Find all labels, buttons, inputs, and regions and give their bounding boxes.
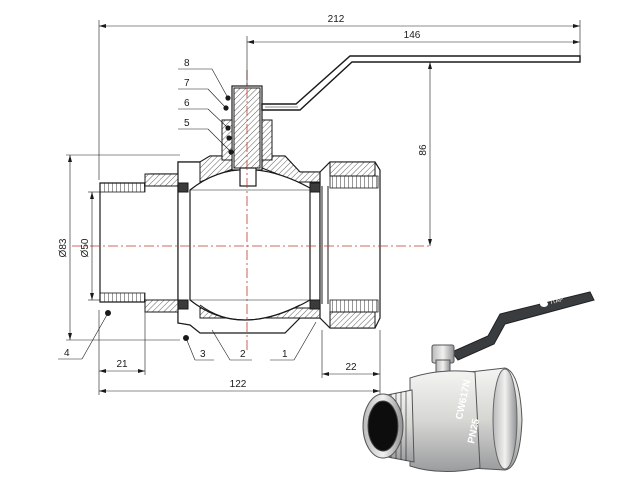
female-thread-bottom — [329, 299, 379, 313]
arrow-icon — [90, 293, 94, 300]
render-pressure-mark: PN25 — [466, 417, 482, 444]
callout-2: 2 — [240, 349, 246, 360]
female-wall-top — [329, 161, 376, 177]
render-valve-body — [409, 370, 481, 473]
leader-2b — [211, 329, 231, 361]
arrow-icon — [99, 389, 106, 393]
ball-lower-arc — [199, 304, 301, 321]
seat-ring-right-bottom — [309, 299, 321, 310]
leader-6b — [207, 108, 229, 129]
female-wall-bottom — [329, 311, 376, 329]
render-bore — [367, 400, 399, 452]
arrow-icon — [68, 333, 72, 340]
arrow-icon — [99, 24, 106, 28]
arrow-icon — [138, 369, 145, 373]
dim-overall-length: 212 — [328, 14, 345, 25]
arrow-icon — [573, 40, 580, 44]
male-thread-top — [99, 182, 146, 193]
callout-7: 7 — [184, 78, 190, 89]
seat-ring-right-top — [309, 182, 321, 193]
lever-handle — [261, 55, 581, 111]
arrow-icon — [90, 192, 94, 199]
callout-4: 4 — [64, 348, 70, 359]
leader-1b — [293, 321, 317, 361]
seat-ring-left-bottom — [177, 299, 189, 310]
dim-handle-height: 86 — [418, 144, 429, 156]
dimension-lines: 212 146 86 Ø83 Ø50 21 — [58, 14, 581, 396]
callout-1: 1 — [282, 349, 288, 360]
leader-7b — [207, 88, 227, 109]
stem-tang — [239, 167, 257, 187]
packing-dot-2 — [226, 135, 232, 141]
arrow-icon — [373, 372, 380, 376]
part-callouts: 8 7 6 5 4 3 2 1 — [58, 58, 317, 361]
leader-8b — [211, 68, 229, 99]
seat-ring-left-top — [177, 182, 189, 193]
valve-section-view — [72, 55, 581, 350]
arrow-icon — [99, 369, 106, 373]
leader-5b — [207, 128, 232, 153]
render-lever-handle — [451, 291, 595, 361]
dim-body-length: 122 — [230, 379, 247, 390]
lever-logo-icon — [540, 301, 548, 307]
dim-bore-diameter: Ø50 — [80, 238, 91, 257]
lever-logo-text: ITAP — [550, 297, 564, 306]
tail-piece-wall-bottom — [144, 299, 179, 313]
arrow-icon — [428, 239, 432, 246]
valve-product-render: ITAP CW617N PN25 — [362, 291, 595, 473]
callout-8: 8 — [184, 58, 190, 69]
leader-3b — [185, 337, 196, 361]
arrow-icon — [322, 372, 329, 376]
arrow-icon — [247, 40, 254, 44]
arrow-icon — [573, 24, 580, 28]
arrow-icon — [373, 389, 380, 393]
callout-3: 3 — [200, 349, 206, 360]
dim-male-thread-length: 21 — [116, 359, 128, 370]
tail-piece-wall-top — [144, 173, 179, 187]
gland-nut-right — [261, 119, 273, 161]
dim-handle-length: 146 — [404, 30, 421, 41]
dim-outer-diameter: Ø83 — [58, 238, 69, 257]
render-female-face — [492, 368, 518, 470]
arrow-icon — [428, 62, 432, 69]
gland-nut-left — [221, 119, 233, 161]
arrow-icon — [68, 155, 72, 162]
leader-4b — [81, 312, 109, 360]
callout-6: 6 — [184, 98, 190, 109]
female-thread-top — [329, 175, 379, 189]
dim-female-thread-length: 22 — [345, 362, 357, 373]
callout-5: 5 — [184, 118, 190, 129]
male-thread-bottom — [99, 292, 146, 303]
ball — [189, 168, 311, 321]
